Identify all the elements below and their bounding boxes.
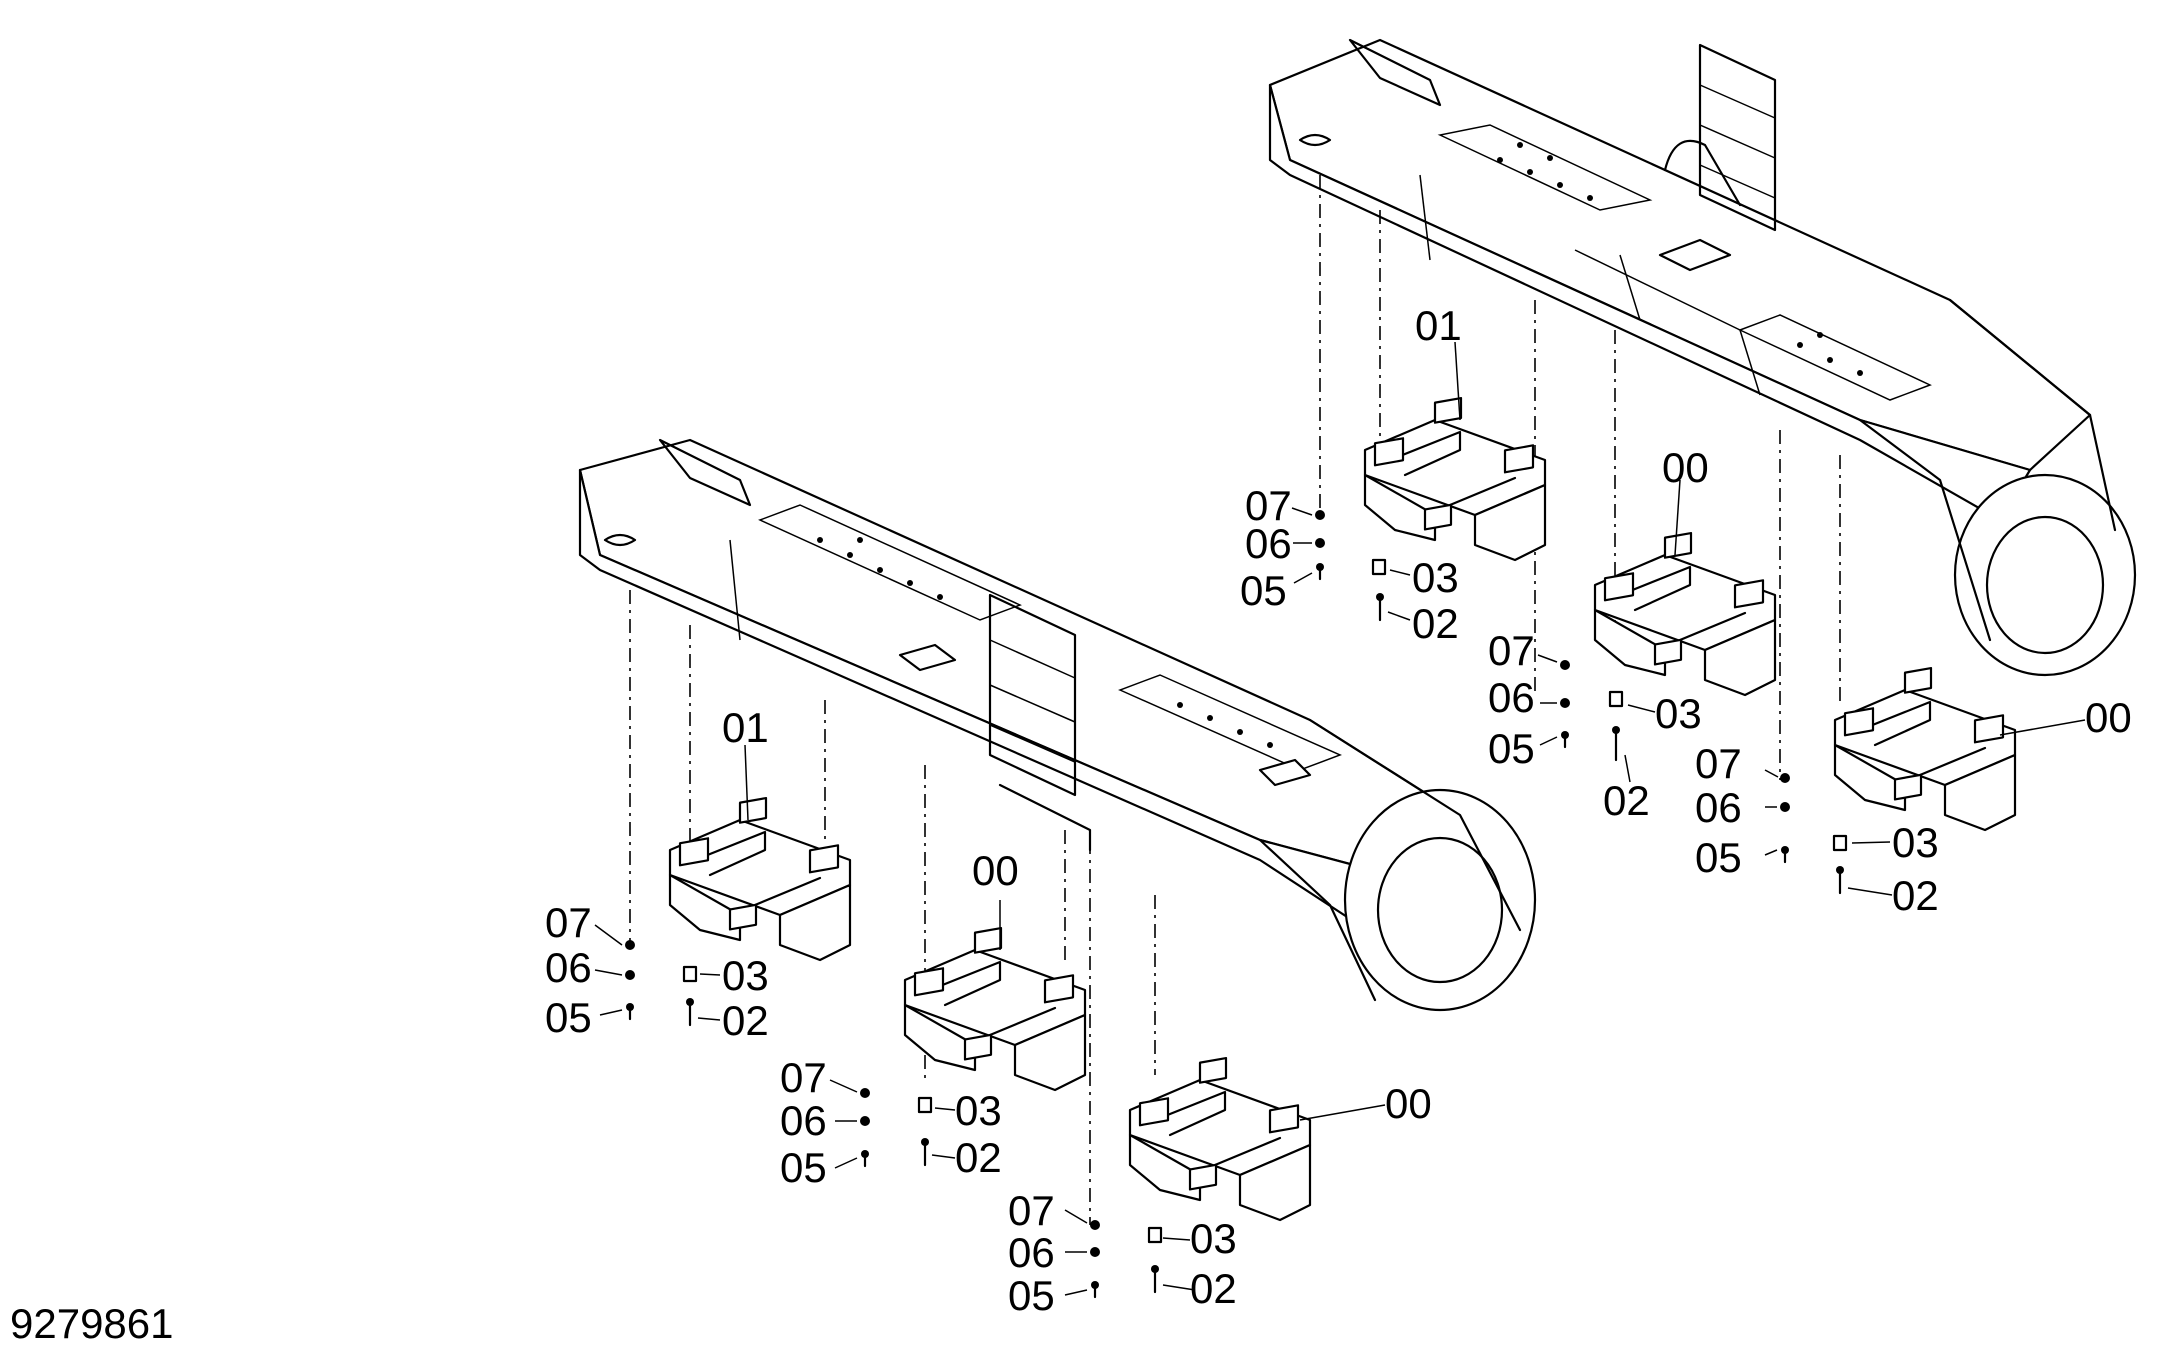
callout-labels: 01 07 06 05 03 02 00 07 06 05 03 02 00 0… [545, 302, 2132, 1319]
label-03-left-b: 03 [955, 1087, 1002, 1134]
label-02-left-b: 02 [955, 1134, 1002, 1181]
label-02-left-a: 02 [722, 997, 769, 1044]
label-05-left-a: 05 [545, 994, 592, 1041]
roller-guard-00-left-b [1128, 1056, 1312, 1222]
label-03-left-c: 03 [1190, 1215, 1237, 1262]
figure-id: 9279861 [10, 1300, 174, 1345]
label-00-right-c: 00 [2085, 694, 2132, 741]
roller-guard-00-right-a [1593, 531, 1777, 697]
label-02-right-b: 02 [1603, 777, 1650, 824]
label-06-left-a: 06 [545, 944, 592, 991]
label-07-left-b: 07 [780, 1054, 827, 1101]
track-frame-right [1268, 38, 2137, 780]
label-05-left-b: 05 [780, 1144, 827, 1191]
roller-guard-01-left [668, 796, 852, 962]
label-03-right-c: 03 [1892, 819, 1939, 866]
label-02-right-a: 02 [1412, 600, 1459, 647]
label-05-left-c: 05 [1008, 1272, 1055, 1319]
label-02-left-c: 02 [1190, 1265, 1237, 1312]
fastener-glyphs [625, 510, 1848, 1299]
label-01-right: 01 [1415, 302, 1462, 349]
label-06-right-b: 06 [1488, 674, 1535, 721]
label-06-left-c: 06 [1008, 1229, 1055, 1276]
roller-guard-01-right [1363, 396, 1547, 562]
label-03-right-a: 03 [1412, 554, 1459, 601]
label-05-right-b: 05 [1488, 725, 1535, 772]
label-07-right-b: 07 [1488, 627, 1535, 674]
leader-lines [594, 341, 2086, 1296]
roller-guard-00-right-b [1833, 666, 2017, 832]
label-05-right-c: 05 [1695, 834, 1742, 881]
label-05-right-a: 05 [1240, 567, 1287, 614]
label-07-right-a: 07 [1245, 482, 1292, 529]
label-03-left-a: 03 [722, 952, 769, 999]
label-02-right-c: 02 [1892, 872, 1939, 919]
label-00-left-c: 00 [1385, 1080, 1432, 1127]
label-07-left-c: 07 [1008, 1187, 1055, 1234]
label-01-left: 01 [722, 704, 769, 751]
label-07-right-c: 07 [1695, 740, 1742, 787]
label-06-left-b: 06 [780, 1097, 827, 1144]
roller-guard-00-left-a [903, 926, 1087, 1092]
label-06-right-a: 06 [1245, 520, 1292, 567]
label-06-right-c: 06 [1695, 784, 1742, 831]
label-00-left-b: 00 [972, 847, 1019, 894]
label-03-right-b: 03 [1655, 690, 1702, 737]
label-07-left-a: 07 [545, 899, 592, 946]
label-00-right-a: 00 [1662, 444, 1709, 491]
track-frame-left [578, 438, 1537, 1225]
